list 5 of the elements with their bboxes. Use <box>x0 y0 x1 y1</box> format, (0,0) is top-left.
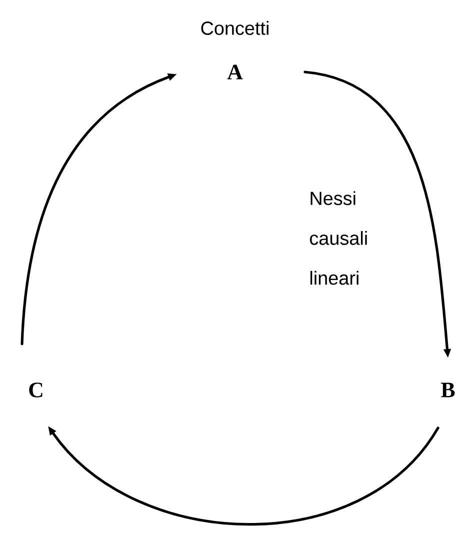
edge-label: Nessi causali lineari <box>310 191 367 285</box>
letter-label: B <box>441 382 455 398</box>
concept-caption: Concetti <box>201 21 268 35</box>
letter-label: C <box>29 382 42 398</box>
letter-label: A <box>227 64 243 80</box>
